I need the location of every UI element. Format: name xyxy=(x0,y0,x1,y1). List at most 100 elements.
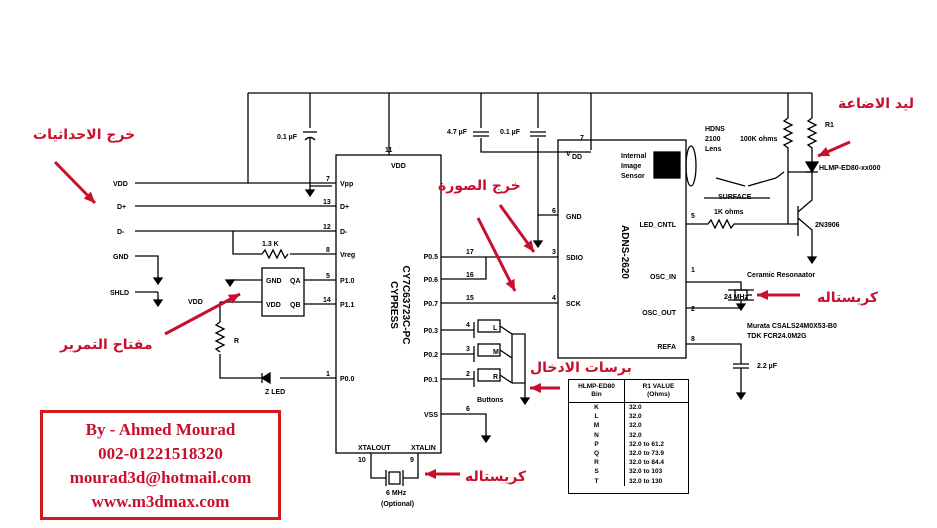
bin-cell: R xyxy=(569,458,625,468)
credit-phone: 002-01221518320 xyxy=(98,444,223,463)
crystal-6mhz xyxy=(370,453,419,486)
surface-lines xyxy=(715,177,777,187)
adns-num-7: 7 xyxy=(580,135,584,142)
adns-sck: SCK xyxy=(566,301,581,308)
net-cap-22: 2.2 µF xyxy=(757,363,778,370)
pin-p05: P0.5 xyxy=(424,254,439,261)
adns-chip-body xyxy=(557,139,687,359)
image-sensor-block xyxy=(653,151,681,179)
table-row: R 32.0 to 84.4 xyxy=(569,458,688,468)
net-hdns-2: 2100 xyxy=(705,136,721,143)
cypress-part: CY7C63723C-PC xyxy=(400,266,411,345)
button-switches xyxy=(477,319,526,398)
value-cell: 32.0 to 61.2 xyxy=(629,440,665,448)
value-cell: 32.0 xyxy=(629,404,642,411)
bin-cell: P xyxy=(569,439,625,449)
net-vdd: VDD xyxy=(113,181,128,188)
credit-author: By - Ahmed Mourad xyxy=(85,420,236,439)
ground-symbols xyxy=(152,186,818,444)
pin-num-7: 7 xyxy=(326,176,330,183)
pin-vreg: Vreg xyxy=(340,252,355,259)
table-row: K 32.0 xyxy=(569,403,688,413)
net-vdd2: VDD xyxy=(188,299,203,306)
adns-internal-1: Internal xyxy=(621,153,646,160)
adns-vdd: V xyxy=(566,151,571,158)
adns-osc-in: OSC_IN xyxy=(650,274,676,281)
annotation-scroll-key: مفتاح التمرير xyxy=(59,337,153,353)
annotation-led: ليد الاضاعة xyxy=(838,96,914,112)
net-led-part: HLMP-ED80-xx000 xyxy=(819,165,881,172)
adns-label: ADNS-2620 xyxy=(619,225,630,279)
cypress-label: CYPRESS xyxy=(388,281,399,329)
adns-refa: REFA xyxy=(657,344,676,351)
pin-vpp: Vpp xyxy=(340,181,353,188)
net-btn-l: L xyxy=(493,325,498,332)
net-xtal-6mhz: 6 MHz xyxy=(386,490,407,497)
pin-num-14: 14 xyxy=(323,297,331,304)
pin-xtalin: XTALIN xyxy=(411,445,436,452)
pin-num-13: 13 xyxy=(323,199,331,206)
net-z-led: Z LED xyxy=(265,389,285,396)
pin-p02: P0.2 xyxy=(424,352,439,359)
annotation-coords-out: خرج الاحداثيات xyxy=(33,127,135,143)
pin-p11: P1.1 xyxy=(340,302,355,309)
header-val-2: (Ohms) xyxy=(647,391,670,398)
arrow-image-sdio-head xyxy=(523,240,534,252)
pin-num-8: 8 xyxy=(326,247,330,254)
pin-num-5: 5 xyxy=(326,273,330,280)
credit-box: By - Ahmed Mourad 002-01221518320 mourad… xyxy=(40,410,281,520)
annotation-input-buttons: برسات الادخال xyxy=(530,360,632,376)
net-r1: R1 xyxy=(825,122,834,129)
net-cap-47: 4.7 µF xyxy=(447,129,468,136)
pin-num-12: 12 xyxy=(323,224,331,231)
lens-ellipse xyxy=(685,145,697,187)
bin-cell: L xyxy=(569,412,625,422)
arrow-image-sck-shaft xyxy=(476,217,517,292)
pin-num-10: 10 xyxy=(358,457,366,464)
adns-sdio: SDIO xyxy=(566,255,584,262)
net-hdns-3: Lens xyxy=(705,146,721,153)
pin-num-16: 16 xyxy=(466,272,474,279)
value-cell: 32.0 xyxy=(629,413,642,421)
pin-num-9: 9 xyxy=(410,457,414,464)
value-cell: 32.0 to 84.4 xyxy=(629,459,665,467)
pin-num-4: 4 xyxy=(466,322,470,329)
pin-vss: VSS xyxy=(424,412,438,419)
credit-email: mourad3d@hotmail.com xyxy=(69,468,252,487)
bin-cell: K xyxy=(569,403,625,413)
bin-cell: T xyxy=(569,476,625,486)
switch-gnd: GND xyxy=(266,278,282,285)
net-res-1k: 1K ohms xyxy=(714,209,744,216)
pin-p06: P0.6 xyxy=(424,277,439,284)
r1-table-header-value: R1 VALUE(Ohms) xyxy=(625,380,688,402)
led-driver xyxy=(775,117,820,257)
pin-vdd: VDD xyxy=(391,163,406,170)
net-murata: Murata CSALS24M0X53-B0 xyxy=(747,323,837,330)
net-surface: SURFACE xyxy=(718,194,752,201)
adns-internal-3: Sensor xyxy=(621,173,645,180)
switch-qa: QA xyxy=(290,278,301,285)
scroll-switch-chip xyxy=(261,267,305,317)
header-bin-2: Bin xyxy=(591,391,602,398)
bin-cell: M xyxy=(569,421,625,431)
switch-vdd: VDD xyxy=(266,302,281,309)
adns-num-2: 2 xyxy=(691,306,695,313)
adns-num-6: 6 xyxy=(552,208,556,215)
adns-num-8: 8 xyxy=(691,336,695,343)
net-dplus: D+ xyxy=(117,204,126,211)
bin-cell: S xyxy=(569,467,625,477)
pin-xtalout: XTALOUT xyxy=(358,445,391,452)
net-buttons: Buttons xyxy=(477,397,504,404)
value-cell: 32.0 xyxy=(629,422,642,430)
pin-num-1: 1 xyxy=(326,371,330,378)
value-cell: 32.0 to 73.9 xyxy=(629,449,665,457)
pin-dminus: D- xyxy=(340,229,348,236)
annotation-image-out: خرج الصورة xyxy=(438,178,521,194)
adns-num-3: 3 xyxy=(552,249,556,256)
net-cap-01-a: 0.1 µF xyxy=(277,134,298,141)
